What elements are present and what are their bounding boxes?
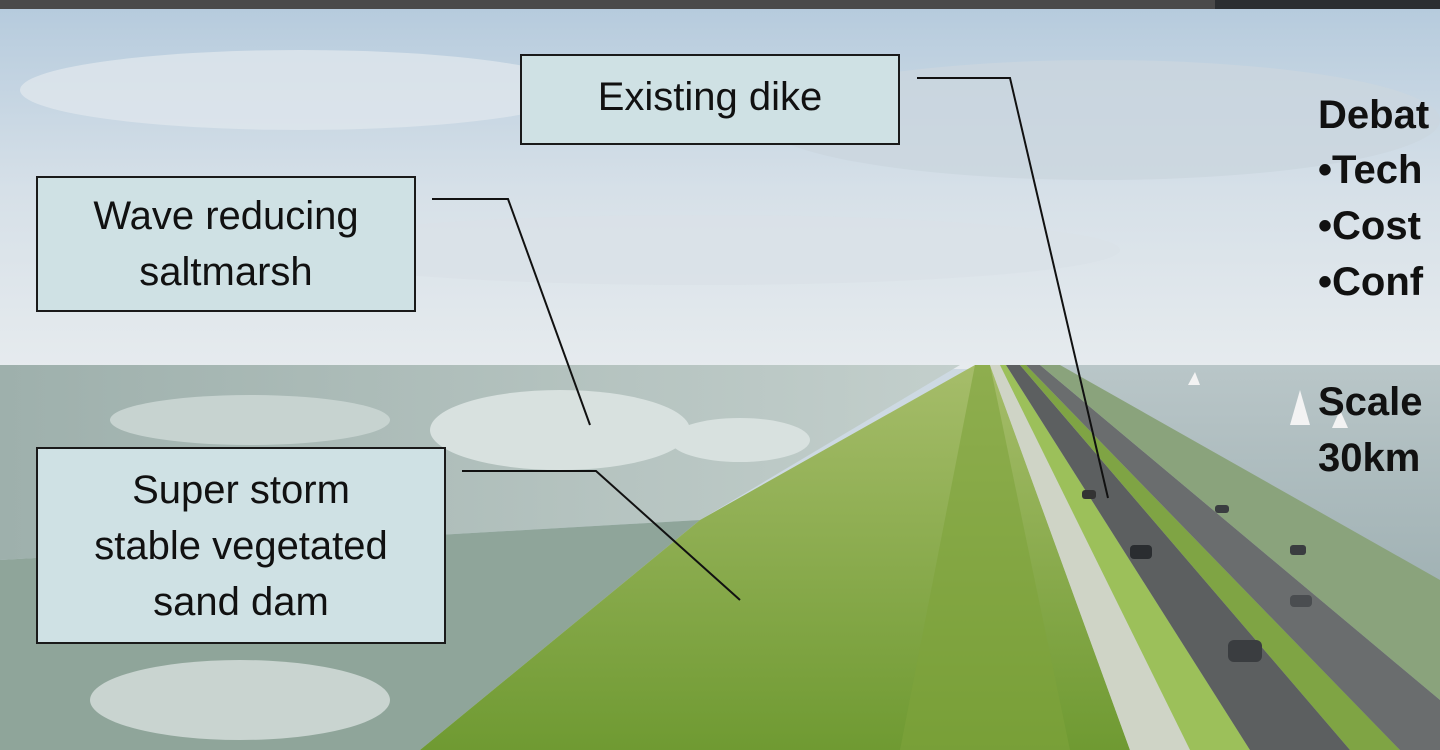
- sailboat: [1290, 390, 1310, 425]
- callout-saltmarsh-line1: Wave reducing: [93, 194, 359, 238]
- callout-sand-dam-line3: sand dam: [153, 579, 329, 624]
- window-top-bar-right: [1215, 0, 1440, 9]
- tidal-pool: [90, 660, 390, 740]
- cloud: [20, 50, 580, 130]
- scale-label: Scale: [1318, 380, 1423, 424]
- sailboat: [1332, 410, 1348, 428]
- car: [1215, 505, 1229, 513]
- car: [1290, 595, 1312, 607]
- tidal-pool: [670, 418, 810, 462]
- callout-saltmarsh: Wave reducing saltmarsh: [36, 176, 416, 312]
- callout-sand-dam-line1: Super storm: [132, 467, 350, 512]
- car: [1130, 545, 1152, 559]
- bullet-tech: •Tech: [1318, 148, 1423, 192]
- callout-saltmarsh-line2: saltmarsh: [139, 250, 313, 294]
- sailboat: [1188, 372, 1200, 385]
- callout-sand-dam-line2: stable vegetated: [94, 523, 388, 568]
- car: [1228, 640, 1262, 662]
- tidal-pool: [110, 395, 390, 445]
- car: [1290, 545, 1306, 555]
- bullet-conf: •Conf: [1318, 260, 1424, 304]
- callout-sand-dam: Super storm stable vegetated sand dam: [36, 447, 446, 644]
- dike-seaside-slope: [1040, 365, 1440, 700]
- dam-slope-shade: [900, 365, 1070, 750]
- road-2: [1026, 365, 1440, 750]
- road-median: [1020, 365, 1400, 750]
- car: [1082, 490, 1096, 499]
- bullet-cost: •Cost: [1318, 204, 1421, 248]
- callout-existing-dike: Existing dike: [520, 54, 900, 145]
- tidal-pool: [430, 390, 690, 470]
- debate-heading: Debat: [1318, 93, 1430, 137]
- callout-existing-dike-text: Existing dike: [597, 74, 823, 119]
- scale-value: 30km: [1318, 436, 1421, 480]
- window-top-bar: [0, 0, 1440, 9]
